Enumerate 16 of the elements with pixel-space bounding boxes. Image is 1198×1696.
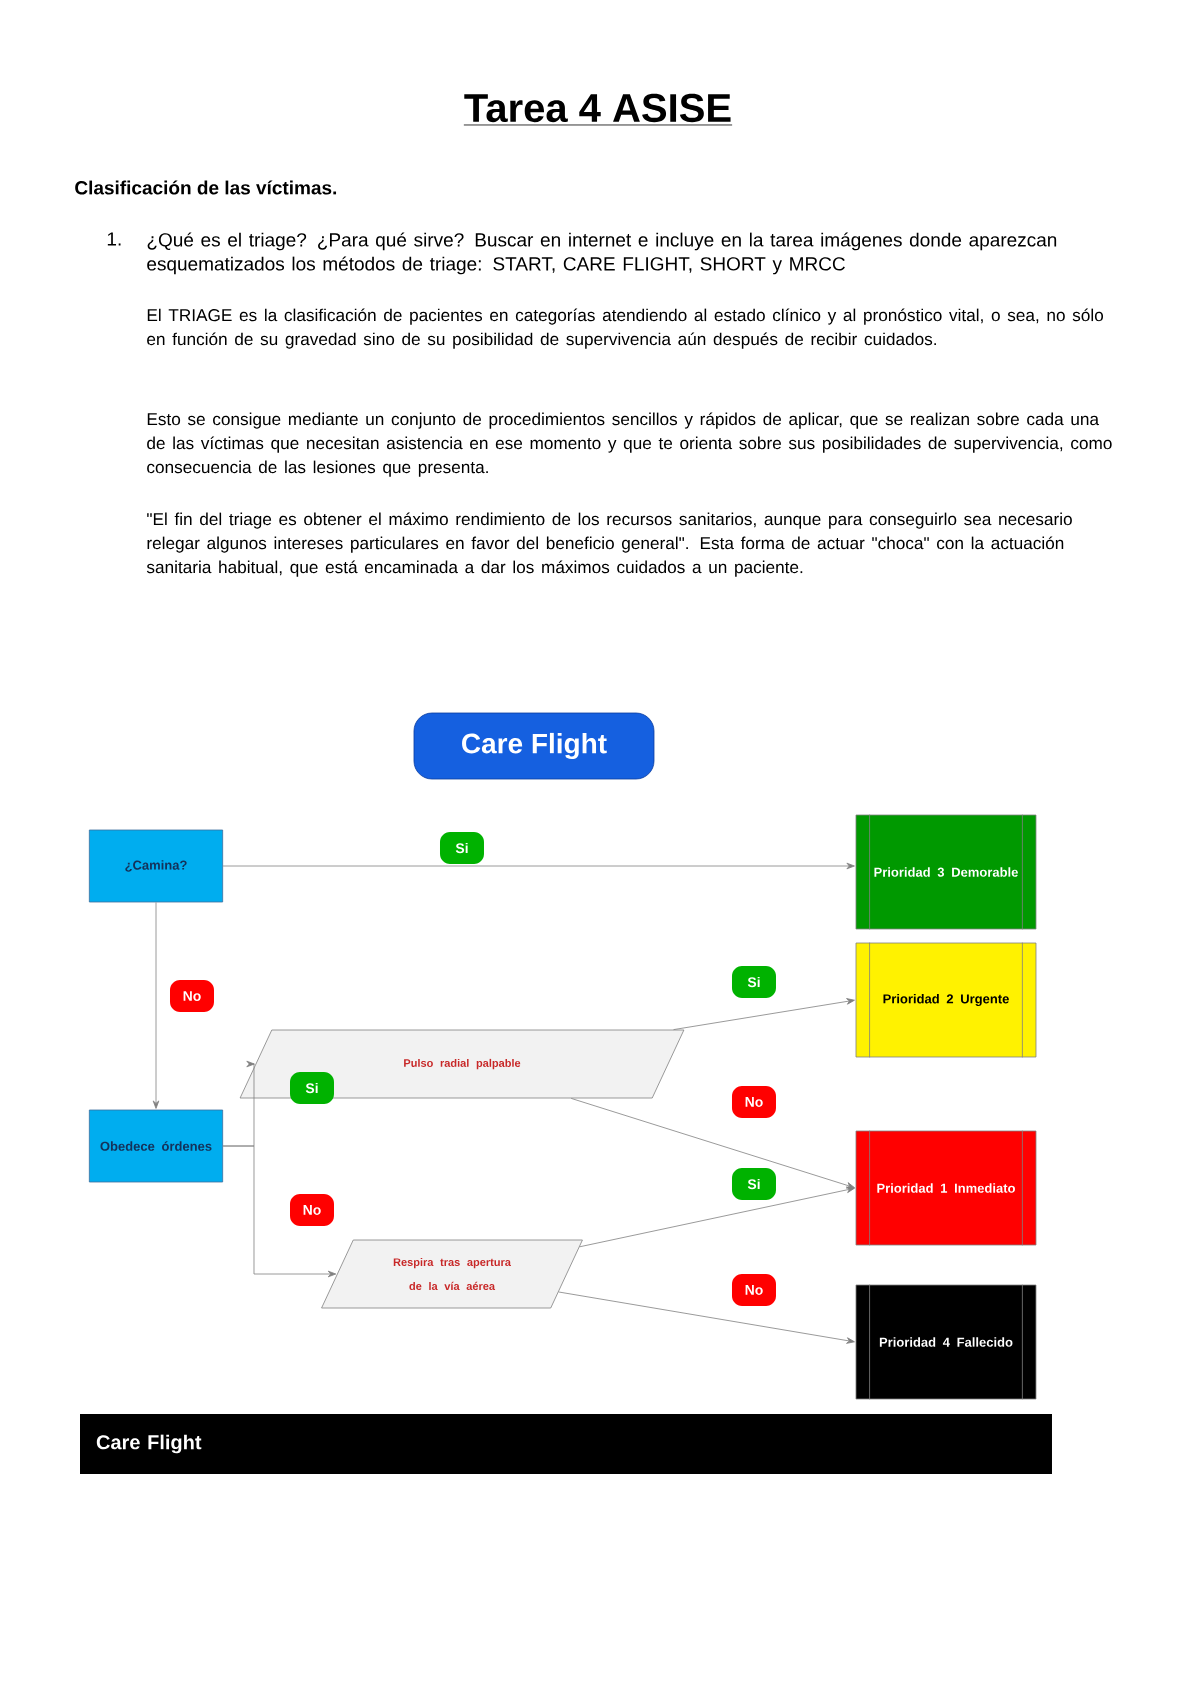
arrow [222,1145,337,1278]
paragraph: El TRIAGE es la clasificación de pacientes en categorías atendiendo al estado clínico y al pronóstico vital, o sea, no sólo en función de su gravedad sino de su posibilidad de supervivencia aún después de recibir cuidados. [147,308,1104,349]
paragraph: Esto se consigue mediante un conjunto de procedimientos sencillos y rápidos de aplicar, que se realizan sobre cada una de las víctimas que necesitan asistencia en ese momento y que te orienta sobre sus posibilidades de supervivencia, como consecuencia de las lesiones que presenta. [147,412,1112,477]
list-number: 1. [107,232,121,246]
arrow [152,902,160,1109]
arrow [579,1186,855,1248]
section-heading: Clasificación de las víctimas. [75,180,337,195]
footer-bar: Care Flight [80,1414,1052,1474]
arrow [570,1098,855,1189]
arrow [222,862,855,870]
arrow [673,998,855,1030]
paragraph: "El fin del triage es obtener el máximo rendimiento de los recursos sanitarios, aunque para conseguirlo sea necesario relegar algunos intereses particulares en favor del beneficio general". Esta forma de actuar "choca" con la actuación sanitaria habitual, que está encaminada a dar los máximos cuidados a un paciente. [146,512,1072,577]
question-text: ¿Qué es el triage? ¿Para qué sirve? Buscar en internet e incluye en la tarea imágenes donde aparezcan esquematizados los métodos de triage: START, CARE FLIGHT, SHORT y MRCC [147,232,1057,275]
arrow [558,1291,855,1344]
title-banner: Care Flight [413,712,655,780]
title: Tarea 4 ASISE [463,93,733,126]
